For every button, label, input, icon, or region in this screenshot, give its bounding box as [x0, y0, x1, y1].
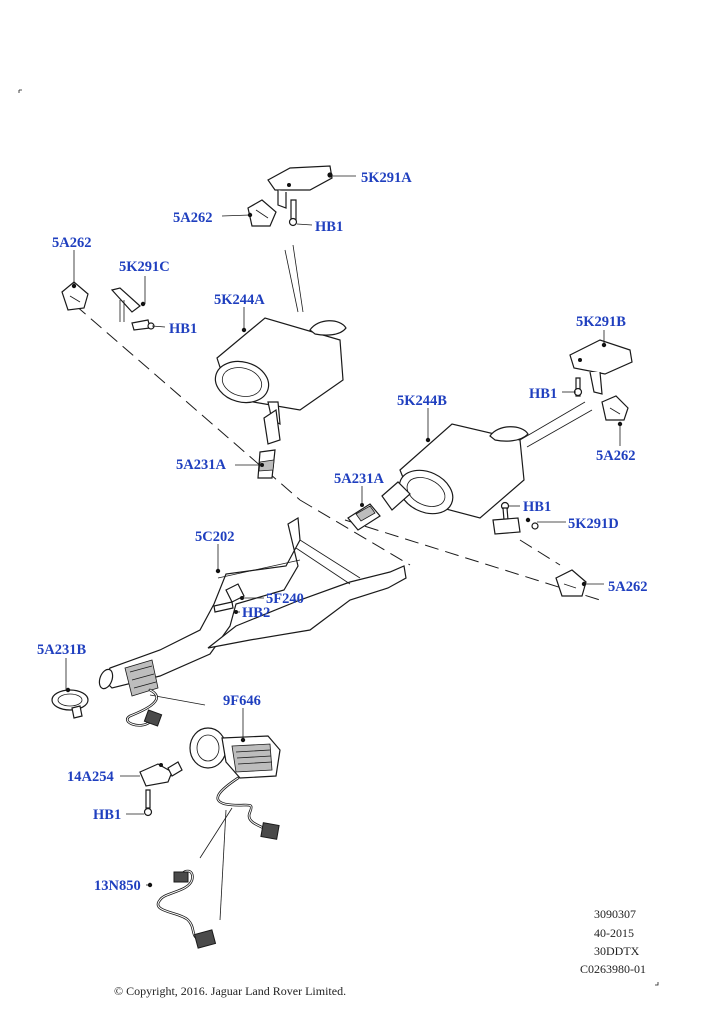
bracket-5k291d — [492, 517, 539, 535]
label-clamp-5a262-right[interactable]: 5A262 — [596, 448, 635, 464]
label-valve-9f646[interactable]: 9F646 — [223, 693, 261, 709]
copyright-notice: © Copyright, 2016. Jaguar Land Rover Lim… — [114, 984, 346, 998]
bracket-5k291a — [267, 165, 333, 209]
part-labels: 5K291A 5A262 HB1 5A262 5K291C HB1 5K244A… — [37, 170, 647, 894]
label-bracket-5k291a[interactable]: 5K291A — [361, 170, 412, 186]
wiring-harness-13n850 — [147, 869, 217, 949]
label-bolt-hb2[interactable]: HB2 — [242, 605, 270, 621]
bolt-hb1-valve — [143, 789, 153, 817]
label-bolt-hb1-right2[interactable]: HB1 — [523, 499, 551, 515]
clamp-5a262-right — [601, 395, 629, 427]
meta-line-4: C0263980-01 — [580, 962, 646, 976]
meta-line-2: 40-2015 — [594, 926, 634, 940]
corner-mark-bottom — [655, 982, 659, 986]
bracket-14a254 — [139, 761, 183, 787]
label-bracket-5k291d[interactable]: 5K291D — [568, 516, 619, 532]
sleeve-5a231a-right — [347, 503, 381, 531]
exhaust-valve-9f646 — [189, 727, 281, 840]
label-bolt-hb1-left[interactable]: HB1 — [169, 321, 197, 337]
corner-mark-top — [18, 89, 22, 93]
label-sleeve-5a231a-right[interactable]: 5A231A — [334, 471, 384, 487]
label-sensor-5f240[interactable]: 5F240 — [266, 591, 304, 607]
label-muffler-5k244a[interactable]: 5K244A — [214, 292, 265, 308]
label-harness-13n850[interactable]: 13N850 — [94, 878, 141, 894]
label-bolt-hb1-top[interactable]: HB1 — [315, 219, 343, 235]
clamp-5a231b — [51, 687, 89, 719]
bolt-hb1-top — [288, 199, 298, 227]
muffler-5k244b — [381, 423, 529, 519]
label-bolt-hb1-right[interactable]: HB1 — [529, 386, 557, 402]
label-bracket-5k291b[interactable]: 5K291B — [576, 314, 626, 330]
clamp-5a262-right2 — [555, 569, 587, 597]
front-pipe-5c202 — [98, 516, 407, 690]
bolt-hb1-right2 — [500, 501, 510, 521]
bracket-5k291c — [110, 287, 146, 322]
label-clamp-5a262-right2[interactable]: 5A262 — [608, 579, 647, 595]
bolt-hb1-right — [573, 377, 583, 397]
label-bracket-14a254[interactable]: 14A254 — [67, 769, 114, 785]
label-sleeve-5a231a-left[interactable]: 5A231A — [176, 457, 226, 473]
label-clamp-5a231b[interactable]: 5A231B — [37, 642, 86, 658]
meta-line-1: 3090307 — [594, 907, 636, 921]
meta-line-3: 30DDTX — [594, 944, 640, 958]
label-bracket-5k291c[interactable]: 5K291C — [119, 259, 170, 275]
clamp-5a262-top — [247, 199, 277, 227]
label-clamp-5a262-top[interactable]: 5A262 — [173, 210, 212, 226]
muffler-5k244a — [214, 317, 347, 445]
label-bolt-hb1-valve[interactable]: HB1 — [93, 807, 121, 823]
bolt-hb1-left — [131, 319, 155, 331]
valve-actuator-front — [124, 659, 163, 727]
sleeve-5a231a-left — [257, 449, 276, 479]
label-muffler-5k244b[interactable]: 5K244B — [397, 393, 447, 409]
assembly-axis-lines — [74, 244, 601, 921]
label-front-pipe-5c202[interactable]: 5C202 — [195, 529, 234, 545]
drawing-metadata: 3090307 40-2015 30DDTX C0263980-01 — [580, 907, 646, 976]
bracket-5k291b — [569, 339, 633, 395]
label-clamp-5a262-left[interactable]: 5A262 — [52, 235, 91, 251]
clamp-5a262-left — [61, 281, 89, 311]
leader-lines — [65, 175, 621, 886]
